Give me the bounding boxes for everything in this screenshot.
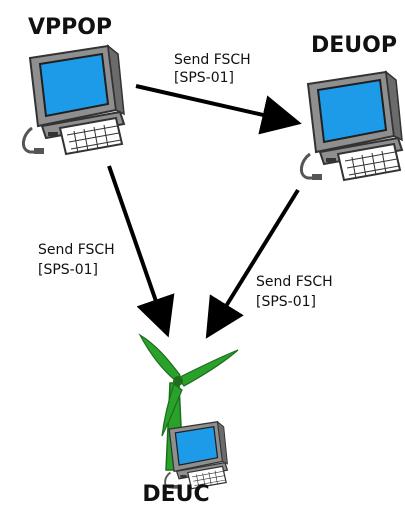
vppop-title: VPPOP: [28, 15, 112, 40]
vppop-computer-icon: [21, 44, 126, 156]
edge-label-line1: Send FSCH: [256, 274, 333, 290]
deuop-node: DEUOP: [299, 33, 404, 182]
deuc-computer-icon: [164, 420, 229, 490]
edge-vppop-to-deuc: Send FSCH [SPS-01]: [38, 165, 175, 338]
arrow-deuop-to-deuc: [205, 188, 300, 339]
edge-label-line2: [SPS-01]: [256, 294, 316, 310]
deuc-title: DEUC: [142, 482, 209, 507]
edge-label-line2: [SPS-01]: [174, 70, 234, 86]
edge-label-line1: Send FSCH: [174, 52, 251, 68]
wind-turbine-icon: [138, 333, 239, 471]
vppop-node: VPPOP: [21, 15, 126, 156]
arrow-vppop-to-deuop: [135, 84, 302, 135]
arrow-vppop-to-deuc: [107, 165, 175, 338]
deuop-title: DEUOP: [311, 33, 397, 58]
edge-label-line1: Send FSCH: [38, 242, 115, 258]
deuop-computer-icon: [299, 70, 404, 182]
deuc-node: DEUC: [138, 333, 239, 507]
edge-label-line2: [SPS-01]: [38, 262, 98, 278]
edge-vppop-to-deuop: Send FSCH [SPS-01]: [135, 52, 302, 135]
edge-deuop-to-deuc: Send FSCH [SPS-01]: [205, 188, 333, 339]
